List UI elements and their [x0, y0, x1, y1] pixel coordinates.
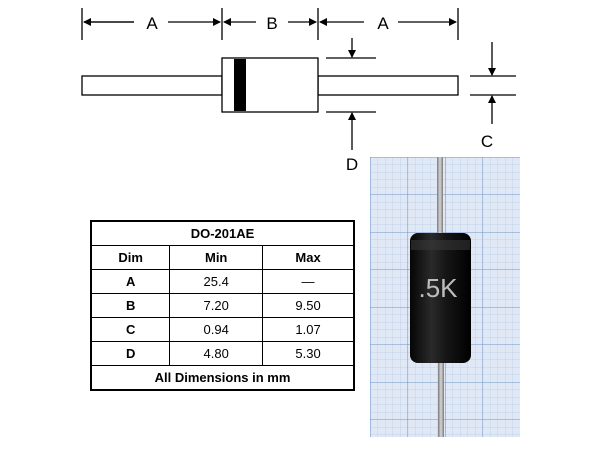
- cell-min: 7.20: [170, 294, 264, 318]
- lead-left: [81, 75, 223, 96]
- cell-dim: B: [92, 294, 171, 318]
- cell-min: 25.4: [170, 270, 264, 294]
- table-title-row: DO-201AE: [92, 222, 353, 246]
- body-diameter-dimension: [326, 38, 376, 150]
- dimensions-table: DO-201AE Dim Min Max A 25.4 — B 7.20 9.5…: [90, 220, 355, 391]
- table-footer-row: All Dimensions in mm: [92, 366, 353, 389]
- table-header-row: Dim Min Max: [92, 246, 353, 270]
- photo-cathode-band: [411, 240, 470, 250]
- header-max: Max: [263, 246, 353, 270]
- cell-max: —: [263, 270, 353, 294]
- dim-label-b: B: [266, 14, 277, 33]
- dim-label-d: D: [346, 155, 358, 174]
- photo-lead-bottom: [438, 357, 444, 437]
- header-min: Min: [170, 246, 264, 270]
- table-row: A 25.4 —: [92, 270, 353, 294]
- cell-dim: A: [92, 270, 171, 294]
- diode-photo: .5K: [370, 157, 520, 437]
- photo-lead-top: [437, 157, 443, 237]
- table-row: D 4.80 5.30: [92, 342, 353, 366]
- table-footer: All Dimensions in mm: [154, 370, 291, 385]
- cell-dim: C: [92, 318, 171, 342]
- cell-dim: D: [92, 342, 171, 366]
- lead-right: [317, 75, 459, 96]
- photo-diode-body: [410, 233, 471, 363]
- cathode-band: [234, 59, 246, 111]
- extension-lines: [81, 8, 459, 40]
- cell-max: 1.07: [263, 318, 353, 342]
- cell-max: 5.30: [263, 342, 353, 366]
- photo-marking: .5K: [418, 273, 458, 303]
- lead-diameter-dimension: [470, 42, 516, 124]
- header-dim: Dim: [92, 246, 171, 270]
- table-row: C 0.94 1.07: [92, 318, 353, 342]
- cell-min: 0.94: [170, 318, 264, 342]
- dim-label-a-left: A: [146, 14, 158, 33]
- dim-label-a-right: A: [377, 14, 389, 33]
- cell-min: 4.80: [170, 342, 264, 366]
- table-row: B 7.20 9.50: [92, 294, 353, 318]
- cell-max: 9.50: [263, 294, 353, 318]
- dim-label-c: C: [481, 132, 493, 151]
- table-title: DO-201AE: [92, 222, 353, 246]
